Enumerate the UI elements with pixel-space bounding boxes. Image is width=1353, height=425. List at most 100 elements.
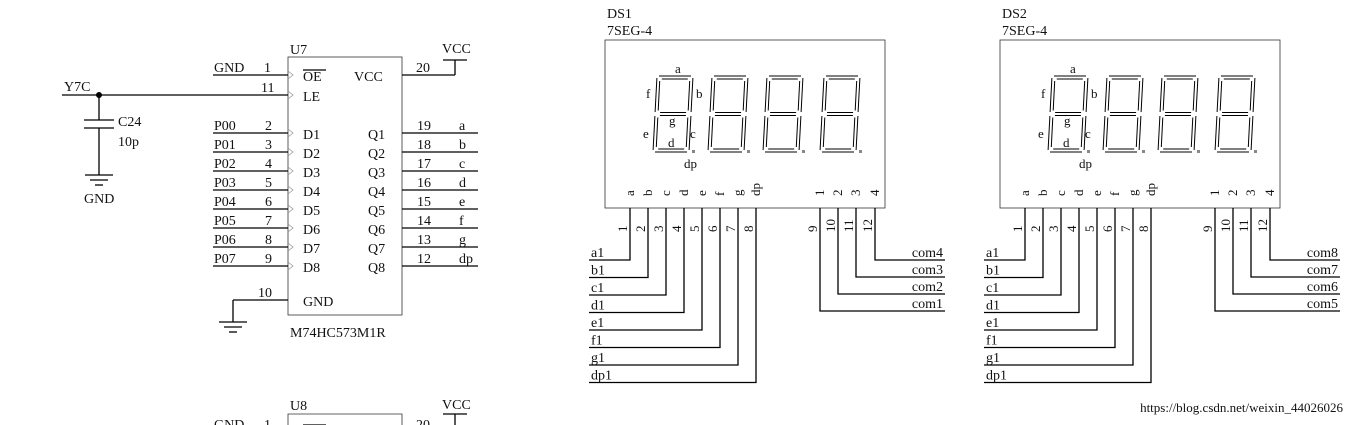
g-ds2-seg-net-g1: g1 xyxy=(986,351,1000,366)
output-pin-name-Q4: Q4 xyxy=(368,185,385,200)
input-net-P00: P00 xyxy=(214,119,236,134)
g-ds1-seg-net-wire-d1 xyxy=(589,232,685,314)
g-ds1-pin-name-a: a xyxy=(622,190,637,196)
output-net-dp: dp xyxy=(459,252,473,267)
g-ds2-seg-pin-number-6: 6 xyxy=(1100,225,1115,232)
oe-arrow xyxy=(287,70,294,80)
g-ds1-com-net-wire-com2 xyxy=(837,232,945,295)
g-ds2-seg-pin-number-4: 4 xyxy=(1064,225,1079,232)
g-ds1-pin-name-d: d xyxy=(676,189,691,196)
g-ds2-seg-pin-number-3: 3 xyxy=(1046,226,1061,233)
output-net-f: f xyxy=(459,214,464,229)
g-ds2-seg-net-wire-d1 xyxy=(984,232,1080,314)
u8-ref: U8 xyxy=(290,399,307,414)
g-ds2-digit4-seg-e-outer xyxy=(1214,115,1218,151)
g-ds2-com-pin-number-10: 10 xyxy=(1218,219,1233,232)
output-net-e: e xyxy=(459,195,465,210)
g-ds2-com-net-wire-com5 xyxy=(1214,232,1340,312)
g-ds1-digit2-seg-e-outer xyxy=(707,115,711,151)
u8-body xyxy=(287,413,403,425)
g-ds2-seg-net-dp1: dp1 xyxy=(986,369,1007,384)
g-ds2-digit1-seg-c-inner xyxy=(1080,117,1084,148)
g-ds2-value: 7SEG-4 xyxy=(1002,24,1047,39)
g-ds2-seg-net-wire-b1 xyxy=(984,232,1044,279)
g-ds1-digit4-seg-e-outer xyxy=(819,115,823,151)
g-ds1-digit3-seg-c-outer xyxy=(798,115,802,151)
g-ds2-com-net-wire-com6 xyxy=(1232,232,1340,295)
input-pin-name-D5: D5 xyxy=(303,204,320,219)
g-ds1-seg-net-wire-e1 xyxy=(589,232,703,331)
g-ds1-com-net-wire-com3 xyxy=(855,232,945,278)
y7c-label: Y7C xyxy=(64,80,90,95)
output-pin-number-19: 19 xyxy=(417,119,431,134)
g-ds1-pin-name-dp: dp xyxy=(748,183,763,196)
input-net-P06: P06 xyxy=(214,233,236,248)
output-pin-name-Q5: Q5 xyxy=(368,204,385,219)
input-arrow-5 xyxy=(287,223,294,233)
output-net-c: c xyxy=(459,157,465,172)
g-ds2-digit3-seg-b-inner xyxy=(1192,80,1196,111)
g-ds1-pin-name-c: c xyxy=(658,190,673,196)
g-ds2-seg-net-wire-dp1 xyxy=(984,232,1152,384)
input-pin-number-8: 8 xyxy=(265,233,272,248)
g-ds2-seg-pin-number-5: 5 xyxy=(1082,226,1097,233)
g-ds1-com-pin-number-9: 9 xyxy=(805,226,820,233)
g-ds2-pin-name-d: d xyxy=(1071,189,1086,196)
g-ds2-digit1-seg-b-inner xyxy=(1082,80,1086,111)
g-ds1-com-pin-name-4: 4 xyxy=(867,189,882,196)
g-ds1-digit2-seg-b-inner xyxy=(742,80,746,111)
g-ds1-digit1-label-dp: dp xyxy=(684,156,697,171)
input-pin-name-D2: D2 xyxy=(303,147,320,162)
g-ds1-digit1-label-c: c xyxy=(690,126,696,141)
g-ds1-com-net-com4: com4 xyxy=(912,246,943,261)
g-ds1-com-pin-name-1: 1 xyxy=(812,190,827,197)
g-ds1-seg-net-f1: f1 xyxy=(591,334,603,349)
g-ds2-digit3-seg-f-inner xyxy=(1162,80,1166,111)
u8-latch-chip-partial: U8GND1VCC20 xyxy=(214,398,471,425)
input-pin-number-3: 3 xyxy=(265,138,272,153)
g-ds2-seg-pin-number-7: 7 xyxy=(1118,225,1133,232)
g-ds1-pin-name-e: e xyxy=(694,190,709,196)
g-ds1-digit1-label-d: d xyxy=(668,135,675,150)
g-ds2-digit1-label-c: c xyxy=(1085,126,1091,141)
g-ds1-digit1-label-g: g xyxy=(669,113,676,128)
g-ds2-digit1-label-g: g xyxy=(1064,113,1071,128)
g-ds2-com-net-com8: com8 xyxy=(1307,246,1338,261)
g-ds1-com-net-com1: com1 xyxy=(912,297,943,312)
watermark-text: https://blog.csdn.net/weixin_44026026 xyxy=(1140,400,1343,415)
input-net-P04: P04 xyxy=(214,195,236,210)
g-ds1-digit1-seg-e-inner xyxy=(655,117,659,148)
g-ds1-digit4-seg-b-outer xyxy=(857,77,861,113)
input-pin-number-2: 2 xyxy=(265,119,272,134)
u8-vcc-label: VCC xyxy=(442,398,471,413)
g-ds1-digit1-seg-b-inner xyxy=(687,80,691,111)
vcc-pin-number: 20 xyxy=(416,61,430,76)
g-ds2-digit1-seg-f-inner xyxy=(1052,80,1056,111)
g-ds2-digit4-seg-c-inner xyxy=(1247,117,1251,148)
g-ds1-seg-net-wire-f1 xyxy=(589,232,721,349)
g-ds1-com-pin-number-11: 11 xyxy=(841,219,856,232)
output-pin-number-15: 15 xyxy=(417,195,431,210)
c24-gnd-label: GND xyxy=(84,192,114,207)
g-ds2-digit1-seg-b-outer xyxy=(1085,77,1089,113)
g-ds1-seg-pin-number-5: 5 xyxy=(687,226,702,233)
g-ds1-digit2-seg-f-outer xyxy=(709,77,713,113)
g-ds1-digit4-seg-f-inner xyxy=(824,80,828,111)
g-ds2-com-net-wire-com8 xyxy=(1269,232,1340,261)
output-pin-number-18: 18 xyxy=(417,138,431,153)
g-ds2-digit1-dp-dot xyxy=(1087,150,1090,153)
g-ds2-com-pin-name-4: 4 xyxy=(1262,189,1277,196)
g-ds1-seg-net-wire-a1 xyxy=(589,232,631,261)
g-ds1-digit3-seg-f-inner xyxy=(767,80,771,111)
g-ds2-digit4-seg-b-inner xyxy=(1249,80,1253,111)
g-ds1-seg-net-a1: a1 xyxy=(591,246,604,261)
g-ds2-seg-pin-number-8: 8 xyxy=(1136,226,1151,233)
g-ds2-seg-net-wire-c1 xyxy=(984,232,1062,296)
output-pin-number-12: 12 xyxy=(417,252,431,267)
input-pin-number-6: 6 xyxy=(265,195,272,210)
g-ds1-com-net-com2: com2 xyxy=(912,280,943,295)
g-ds1-seg-pin-number-2: 2 xyxy=(633,226,648,233)
